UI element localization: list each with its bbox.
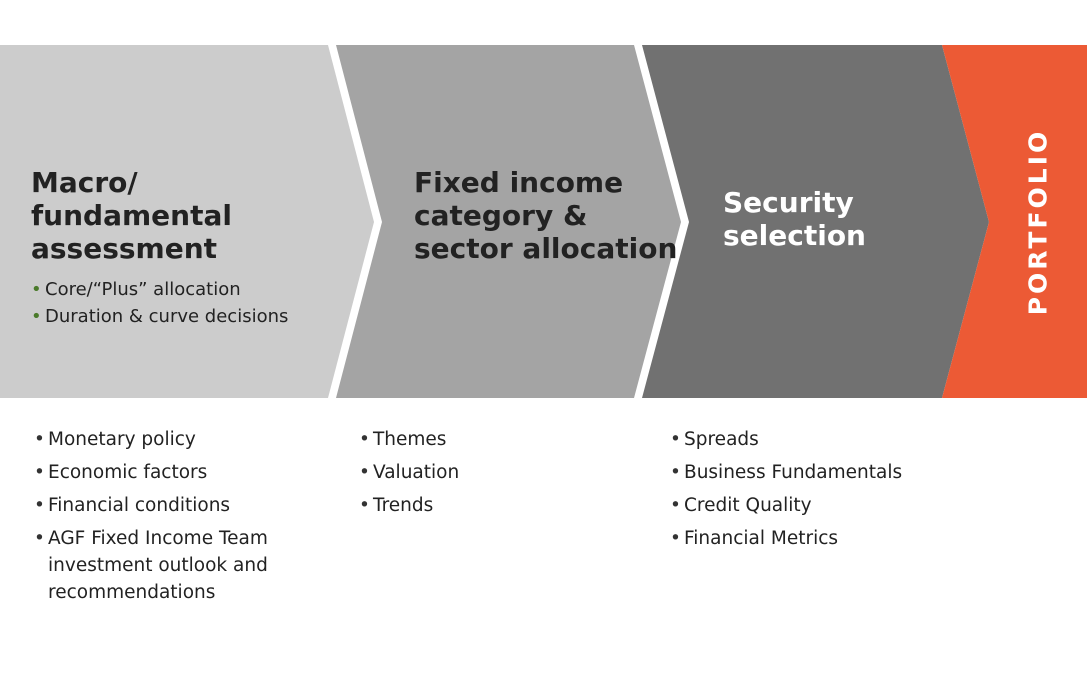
list-item: AGF Fixed Income Team investment outlook… (34, 525, 284, 606)
portfolio-block (942, 45, 1087, 398)
list-item: Monetary policy (34, 426, 284, 453)
stage-1-inner-list: Core/“Plus” allocation Duration & curve … (31, 276, 331, 330)
list-item: Credit Quality (670, 492, 970, 519)
list-item: Trends (359, 492, 609, 519)
list-item: Core/“Plus” allocation (31, 276, 331, 303)
stage-3-outer-list: Spreads Business Fundamentals Credit Qua… (670, 426, 970, 558)
stage-3-title: Security selection (723, 186, 866, 252)
stage-2-outer-list: Themes Valuation Trends (359, 426, 609, 525)
list-item: Themes (359, 426, 609, 453)
list-item: Financial conditions (34, 492, 284, 519)
stage-3-chevron (642, 45, 989, 398)
list-item: Economic factors (34, 459, 284, 486)
stage-1-title: Macro/ fundamental assessment (31, 166, 232, 265)
portfolio-label: PORTFOLIO (1023, 128, 1053, 316)
list-item: Valuation (359, 459, 609, 486)
list-item: Financial Metrics (670, 525, 970, 552)
stage-2-title: Fixed income category & sector allocatio… (414, 166, 678, 265)
stage-1-outer-list: Monetary policy Economic factors Financi… (34, 426, 284, 612)
stage-2-chevron (336, 45, 681, 398)
list-item: Spreads (670, 426, 970, 453)
list-item: Business Fundamentals (670, 459, 970, 486)
list-item: Duration & curve decisions (31, 303, 331, 330)
